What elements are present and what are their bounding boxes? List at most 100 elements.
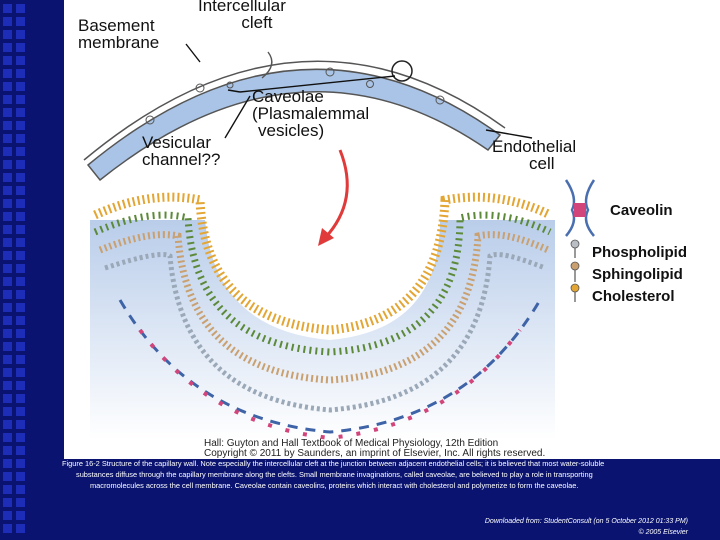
bullet-square (16, 498, 25, 507)
caption-line-2: substances diffuse through the capillary… (76, 470, 593, 479)
bullet-square (3, 303, 12, 312)
bullet-square (3, 4, 12, 13)
bullet-square (3, 43, 12, 52)
caveola-membrane-detail (90, 192, 555, 441)
intercellular-cleft-line (261, 51, 273, 79)
bullet-square (3, 420, 12, 429)
bullet-square (16, 420, 25, 429)
bullet-square (3, 95, 12, 104)
bullet-square (3, 17, 12, 26)
bullet-square (16, 446, 25, 455)
bullet-square (3, 212, 12, 221)
bullet-square (16, 17, 25, 26)
legend-phospholipid: Phospholipid (592, 244, 687, 261)
bullet-square (3, 251, 12, 260)
endothelial-wall (86, 68, 502, 182)
credit-line-2: Copyright © 2011 by Saunders, an imprint… (204, 448, 546, 459)
bullet-square (16, 173, 25, 182)
bullet-square (16, 355, 25, 364)
bullet-square (3, 108, 12, 117)
bullet-square (3, 342, 12, 351)
caption-line-3: macromolecules across the cell membrane.… (90, 481, 579, 490)
figure-caption: Figure 16-2 Structure of the capillary w… (62, 458, 662, 491)
bullet-square (3, 277, 12, 286)
bullet-square (16, 160, 25, 169)
bullet-square (3, 368, 12, 377)
legend-sphingolipid: Sphingolipid (592, 266, 683, 283)
label-basement-membrane: Basement membrane (78, 16, 160, 52)
bullet-square (3, 134, 12, 143)
phospholipid-icon (570, 239, 580, 258)
bullet-square (16, 472, 25, 481)
bullet-square (16, 329, 25, 338)
bullet-square (16, 43, 25, 52)
bullet-square (3, 329, 12, 338)
bullet-square (16, 225, 25, 234)
zoom-arrow (323, 149, 349, 240)
bullet-square (3, 394, 12, 403)
bullet-square (3, 290, 12, 299)
bullet-square (3, 316, 12, 325)
bullet-square (3, 173, 12, 182)
caption-line-1: Figure 16-2 Structure of the capillary w… (62, 459, 605, 468)
bullet-square (16, 82, 25, 91)
bullet-square (3, 498, 12, 507)
bullet-square (16, 433, 25, 442)
cholesterol-icon (570, 283, 580, 302)
bullet-square (16, 524, 25, 533)
sphingolipid-icon (570, 261, 580, 282)
pointer-lines (185, 43, 533, 139)
bullet-square (16, 303, 25, 312)
download-info: Downloaded from: StudentConsult (on 5 Oc… (484, 518, 688, 536)
bullet-square (3, 121, 12, 130)
vesicle-dots (145, 67, 445, 125)
bullet-square (16, 459, 25, 468)
bullet-square (16, 485, 25, 494)
bullet-square (3, 238, 12, 247)
bullet-square (16, 69, 25, 78)
bullet-square (16, 199, 25, 208)
bullet-square (16, 394, 25, 403)
bullet-square (16, 56, 25, 65)
caveola-circle (391, 60, 413, 82)
bullet-square (3, 355, 12, 364)
bullet-square (3, 381, 12, 390)
label-intercellular-cleft: Intercellular cleft (198, 0, 286, 32)
bullet-square (3, 160, 12, 169)
bullet-square (3, 511, 12, 520)
bullet-square (16, 108, 25, 117)
bullet-square (16, 238, 25, 247)
bullet-square (16, 407, 25, 416)
bullet-square (16, 277, 25, 286)
bullet-square (3, 459, 12, 468)
label-endothelial-cell: Endothelial cell (492, 137, 577, 173)
bullet-square (16, 95, 25, 104)
bullet-square (16, 212, 25, 221)
left-bullet-column (3, 0, 13, 540)
bullet-square (3, 225, 12, 234)
bullet-square (3, 199, 12, 208)
bullet-square (16, 30, 25, 39)
bullet-square (3, 82, 12, 91)
bullet-square (16, 368, 25, 377)
bullet-square (3, 30, 12, 39)
bullet-square (16, 147, 25, 156)
bullet-square (3, 524, 12, 533)
bullet-square (3, 186, 12, 195)
bullet-square (16, 186, 25, 195)
bullet-square (16, 121, 25, 130)
bullet-square (3, 147, 12, 156)
bullet-square (3, 407, 12, 416)
label-vesicular-channel: Vesicular channel?? (142, 133, 221, 169)
bullet-square (16, 381, 25, 390)
bullet-square (3, 69, 12, 78)
bullet-square (3, 264, 12, 273)
credit-line-1: Hall: Guyton and Hall Textbook of Medica… (204, 438, 499, 449)
bullet-square (16, 4, 25, 13)
bullet-square (16, 290, 25, 299)
bullet-square (3, 56, 12, 65)
bullet-square (16, 134, 25, 143)
legend-caveolin: Caveolin (610, 202, 673, 219)
basement-membrane (83, 60, 506, 161)
